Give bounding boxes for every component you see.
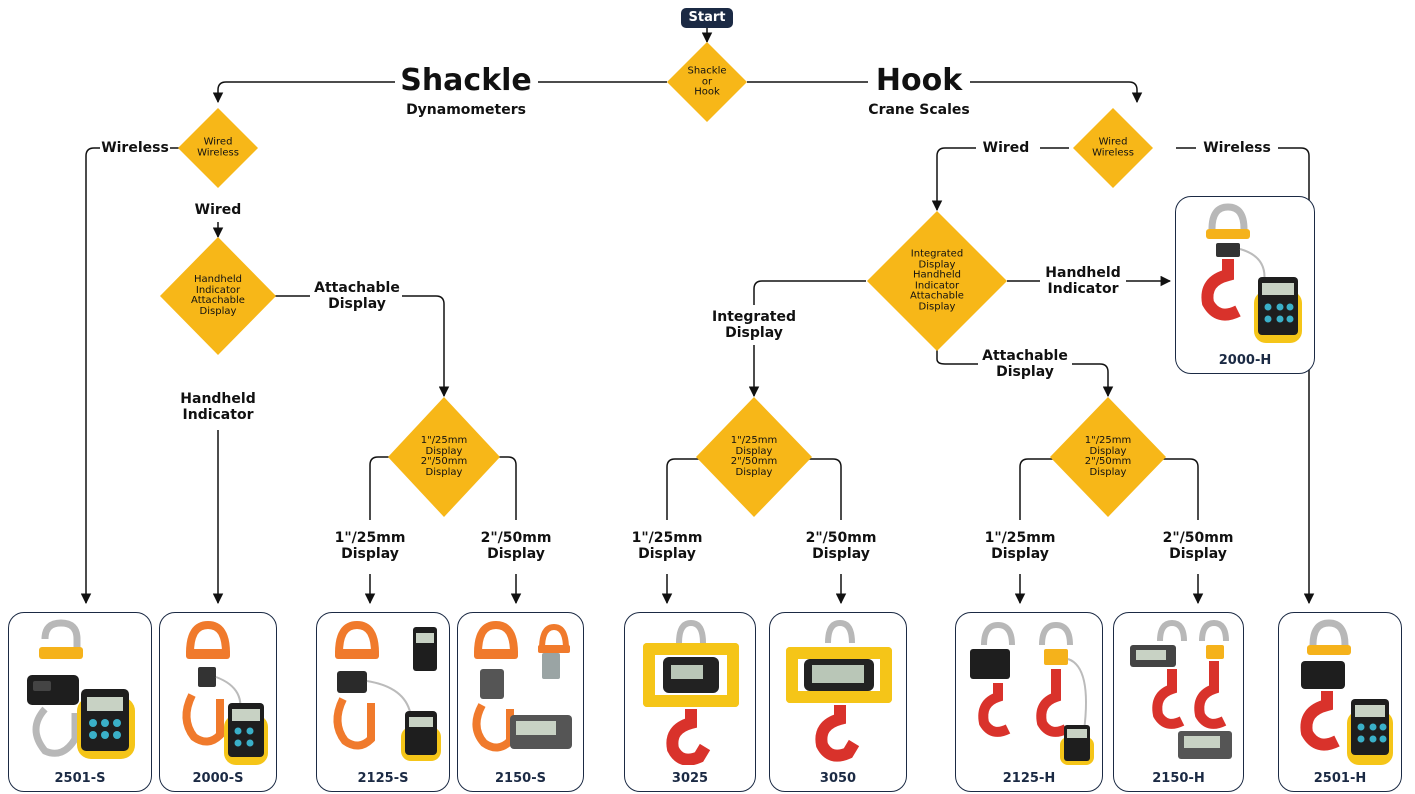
branch-label-h-handheld: Handheld Indicator (1045, 264, 1121, 297)
branch-label-s-1in: 1"/25mm Display (334, 529, 406, 562)
branch-label-h-integrated: Integrated Display (712, 308, 796, 341)
connector-hi-2in (792, 458, 842, 520)
product-card-2000-s[interactable]: 2000-S (159, 612, 277, 792)
decision-hook-disp (867, 211, 1007, 351)
connector-s-wireless-b (80, 147, 100, 605)
connector-h-wired-b (931, 147, 976, 212)
hook-attachable-2in-image (1130, 619, 1232, 759)
connector-s-attachable-b (402, 295, 450, 398)
decision-hook-att-size (1050, 397, 1166, 517)
product-card-2000-h[interactable]: 2000-H (1175, 196, 1315, 374)
product-card-2150-s[interactable]: 2150-S (457, 612, 584, 792)
hook-title: Hook (875, 63, 963, 98)
product-label: 2125-H (1002, 771, 1056, 786)
branch-label-s-wired: Wired (194, 201, 242, 218)
hook-wireless-image (1300, 619, 1393, 765)
decision-root (667, 42, 747, 122)
branch-label-h-attachable: Attachable Display (982, 347, 1068, 380)
branch-label-h-wired: Wired (982, 139, 1030, 156)
decision-hook-att-size-text: 1"/25mm Display 2"/50mm Display (1084, 435, 1132, 478)
product-card-2125-h[interactable]: 2125-H (955, 612, 1103, 792)
start-badge: Start (681, 8, 733, 28)
decision-shackle-conn-text: Wired Wireless (197, 136, 239, 158)
decision-hook-disp-text: Integrated Display Handheld Indicator At… (910, 248, 964, 312)
dynamometer-wireless-image (27, 619, 135, 759)
decision-hook-conn-text: Wired Wireless (1092, 136, 1134, 158)
branch-label-s-2in: 2"/50mm Display (480, 529, 552, 562)
product-card-2125-s[interactable]: 2125-S (316, 612, 450, 792)
connector-s-1in (369, 456, 406, 520)
branch-label-s-attachable: Attachable Display (314, 279, 400, 312)
decision-hook-int-size-text: 1"/25mm Display 2"/50mm Display (730, 435, 778, 478)
product-card-3025[interactable]: 3025 (624, 612, 756, 792)
branch-label-ha-2in: 2"/50mm Display (1162, 529, 1234, 562)
product-label: 2150-S (495, 771, 546, 786)
crane-scale-integrated-1in-image (643, 619, 739, 765)
product-label: 3025 (671, 771, 709, 786)
decision-shackle-disp (160, 237, 276, 355)
decision-shackle-conn (178, 108, 258, 188)
shackle-handheld-image (182, 620, 268, 765)
branch-label-s-wireless: Wireless (101, 139, 169, 156)
branch-label-hi-1in: 1"/25mm Display (631, 529, 703, 562)
product-card-3050[interactable]: 3050 (769, 612, 907, 792)
branch-label-hi-2in: 2"/50mm Display (805, 529, 877, 562)
shackle-title: Shackle (400, 63, 532, 98)
product-card-2150-h[interactable]: 2150-H (1113, 612, 1244, 792)
product-label: 2000-S (192, 771, 244, 786)
product-label: 2501-S (54, 771, 106, 786)
product-card-2501-s[interactable]: 2501-S (8, 612, 152, 792)
decision-shackle-size-text: 1"/25mm Display 2"/50mm Display (420, 435, 468, 478)
product-label: 2000-H (1218, 353, 1272, 368)
hook-handheld-image (1201, 203, 1302, 343)
product-label: 2150-H (1152, 771, 1205, 786)
product-label: 2125-S (357, 771, 409, 786)
connector-h-attachable-a (936, 350, 978, 365)
branch-label-ha-1in: 1"/25mm Display (984, 529, 1056, 562)
product-label: 3050 (819, 771, 857, 786)
connector-ha-1in (1019, 458, 1070, 520)
shackle-subtitle: Dynamometers (406, 101, 526, 118)
decision-hook-int-size (696, 397, 812, 517)
shackle-attachable-2in-image (472, 620, 572, 752)
hook-attachable-1in-image (970, 621, 1094, 765)
connector-root-hook-b (970, 81, 1143, 104)
connector-s-2in (482, 456, 517, 520)
decision-shackle-disp-text: Handheld Indicator Attachable Display (191, 274, 245, 317)
connector-h-attachable-b (1072, 363, 1114, 398)
product-label: 2501-H (1313, 771, 1367, 786)
connector-ha-2in (1146, 458, 1199, 520)
connector-h-integrated-a (753, 280, 866, 305)
crane-scale-integrated-2in-image (786, 619, 892, 762)
connector-hi-1in (666, 458, 716, 520)
connector-root-shackle-b (212, 81, 395, 104)
decision-hook-conn (1073, 108, 1153, 188)
branch-label-h-wireless: Wireless (1203, 139, 1271, 156)
hook-subtitle: Crane Scales (868, 101, 970, 118)
shackle-attachable-1in-image (333, 620, 441, 761)
decision-root-text: Shackle or Hook (687, 65, 727, 98)
decision-shackle-size (388, 397, 500, 517)
product-card-2501-h[interactable]: 2501-H (1278, 612, 1402, 792)
connector-h-wireless-b (1278, 147, 1315, 605)
branch-label-s-handheld: Handheld Indicator (180, 390, 256, 423)
